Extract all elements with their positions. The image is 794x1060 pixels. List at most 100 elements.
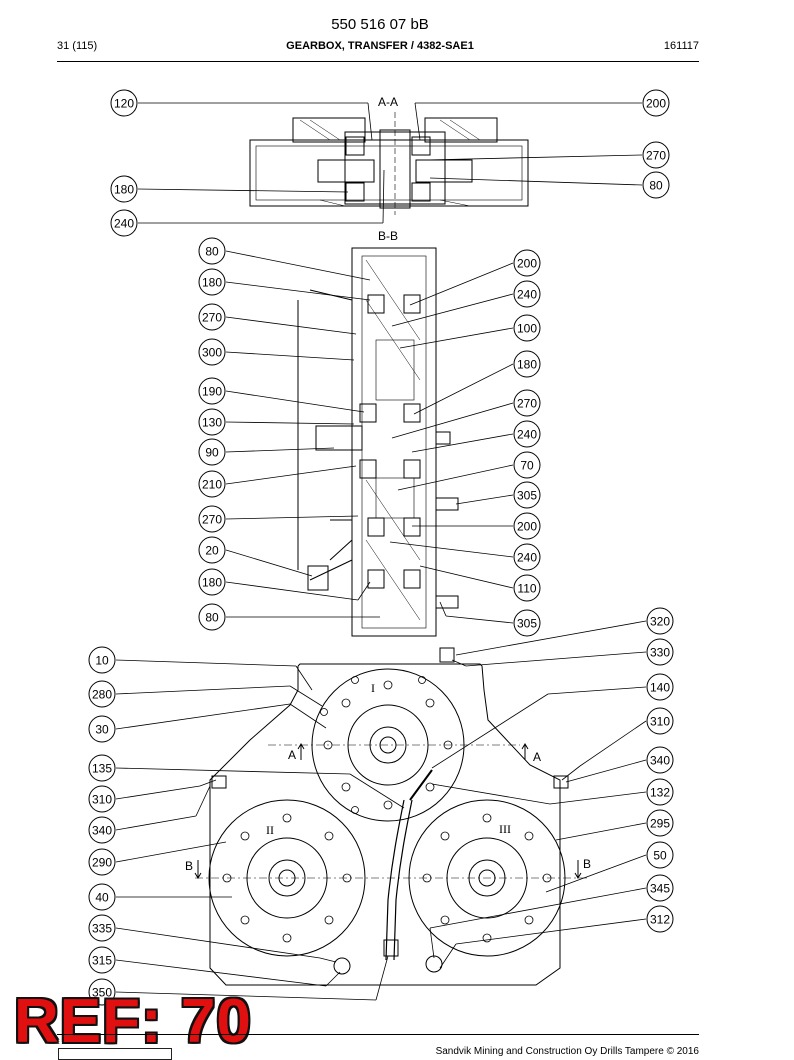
callout-label-270: 270 bbox=[202, 311, 222, 325]
callout-label-20: 20 bbox=[205, 544, 219, 558]
callout-label-335: 335 bbox=[92, 922, 112, 936]
callout-circle-240 bbox=[110, 209, 138, 237]
callout-circle-320 bbox=[646, 607, 674, 635]
callout-label-110: 110 bbox=[517, 582, 536, 596]
callout-circle-210 bbox=[198, 470, 226, 498]
callout-circle-335 bbox=[88, 914, 116, 942]
section-marker-a-left: A bbox=[288, 748, 296, 762]
callout-label-80: 80 bbox=[205, 611, 219, 625]
callout-label-30: 30 bbox=[95, 723, 109, 737]
section-marker-b-left: B bbox=[185, 859, 193, 873]
callout-circle-50 bbox=[646, 841, 674, 869]
callout-circle-270 bbox=[198, 303, 226, 331]
callout-circle-120 bbox=[110, 89, 138, 117]
callout-circle-305 bbox=[513, 481, 541, 509]
callout-label-240: 240 bbox=[517, 551, 537, 565]
footer-copyright: Sandvik Mining and Construction Oy Drill… bbox=[435, 1046, 699, 1057]
callout-circle-300 bbox=[198, 338, 226, 366]
callout-circle-270 bbox=[198, 505, 226, 533]
callout-circle-80 bbox=[198, 237, 226, 265]
callout-circle-270 bbox=[642, 141, 670, 169]
section-marker-a-right: A bbox=[533, 750, 541, 764]
callout-circle-180 bbox=[198, 268, 226, 296]
leader-lines bbox=[115, 102, 647, 1001]
callout-circle-340 bbox=[646, 746, 674, 774]
callout-label-210: 210 bbox=[202, 478, 222, 492]
ref-stamp: REF: 70 bbox=[14, 987, 252, 1056]
shaft-label-iii: III bbox=[499, 822, 511, 836]
callout-label-310: 310 bbox=[650, 715, 670, 729]
callout-circle-130 bbox=[198, 408, 226, 436]
callout-label-190: 190 bbox=[202, 385, 222, 399]
callout-label-180: 180 bbox=[114, 183, 134, 197]
callout-label-305: 305 bbox=[517, 489, 537, 503]
callout-circle-310 bbox=[646, 707, 674, 735]
callout-circle-190 bbox=[198, 377, 226, 405]
callout-circle-180 bbox=[110, 175, 138, 203]
section-aa-drawing bbox=[249, 112, 529, 215]
callout-label-340: 340 bbox=[92, 824, 112, 838]
callout-label-100: 100 bbox=[517, 322, 537, 336]
callout-label-80: 80 bbox=[205, 245, 219, 259]
callout-circle-30 bbox=[88, 715, 116, 743]
callout-circle-90 bbox=[198, 438, 226, 466]
callout-circle-135 bbox=[88, 754, 116, 782]
callout-circle-290 bbox=[88, 848, 116, 876]
section-bb-title: B-B bbox=[378, 229, 398, 243]
callout-circle-10 bbox=[88, 646, 116, 674]
callout-circle-330 bbox=[646, 638, 674, 666]
document-number: 550 516 07 bB bbox=[331, 16, 429, 33]
callout-label-135: 135 bbox=[92, 762, 112, 776]
callout-label-132: 132 bbox=[650, 786, 670, 800]
callout-circle-340 bbox=[88, 816, 116, 844]
callout-label-300: 300 bbox=[202, 346, 222, 360]
callout-circle-310 bbox=[88, 785, 116, 813]
callout-label-180: 180 bbox=[517, 358, 537, 372]
callout-label-305: 305 bbox=[517, 617, 537, 631]
section-aa-title: A-A bbox=[378, 95, 398, 109]
callout-circle-40 bbox=[88, 883, 116, 911]
callout-label-240: 240 bbox=[517, 428, 537, 442]
callout-label-315: 315 bbox=[92, 954, 112, 968]
callout-circle-240 bbox=[513, 420, 541, 448]
section-bb-drawing bbox=[297, 247, 459, 637]
callout-circle-315 bbox=[88, 946, 116, 974]
callout-circle-80 bbox=[642, 171, 670, 199]
callout-label-180: 180 bbox=[202, 576, 222, 590]
callout-circle-80 bbox=[198, 603, 226, 631]
callout-label-350: 350 bbox=[92, 986, 112, 1000]
front-view-drawing bbox=[195, 647, 590, 986]
callout-circle-180 bbox=[198, 568, 226, 596]
callout-label-320: 320 bbox=[650, 615, 670, 629]
callout-circle-312 bbox=[646, 905, 674, 933]
callout-circle-20 bbox=[198, 536, 226, 564]
callout-label-180: 180 bbox=[202, 276, 222, 290]
callout-label-130: 130 bbox=[202, 416, 222, 430]
callout-label-90: 90 bbox=[205, 446, 219, 460]
callout-circle-240 bbox=[513, 543, 541, 571]
footer-rule bbox=[57, 1034, 699, 1035]
callout-circle-180 bbox=[513, 350, 541, 378]
section-arrows bbox=[194, 743, 582, 879]
callout-label-340: 340 bbox=[650, 754, 670, 768]
callout-label-312: 312 bbox=[650, 913, 670, 927]
callout-label-140: 140 bbox=[650, 681, 670, 695]
callout-label-270: 270 bbox=[646, 149, 666, 163]
callout-label-270: 270 bbox=[202, 513, 222, 527]
callout-circle-350 bbox=[88, 978, 116, 1006]
callout-circle-200 bbox=[642, 89, 670, 117]
header-rule bbox=[57, 61, 699, 62]
callout-circle-110 bbox=[513, 574, 541, 602]
callout-label-80: 80 bbox=[649, 179, 663, 193]
bolt-holes bbox=[222, 676, 552, 943]
page-number: 31 (115) bbox=[57, 40, 98, 52]
callout-label-295: 295 bbox=[650, 817, 670, 831]
callout-label-290: 290 bbox=[92, 856, 112, 870]
callout-circle-100 bbox=[513, 314, 541, 342]
callout-label-270: 270 bbox=[517, 397, 537, 411]
callout-label-10: 10 bbox=[95, 654, 109, 668]
callout-circle-132 bbox=[646, 778, 674, 806]
callout-circle-70 bbox=[513, 451, 541, 479]
page-title: GEARBOX, TRANSFER / 4382-SAE1 bbox=[286, 40, 474, 52]
callout-label-310: 310 bbox=[92, 793, 112, 807]
